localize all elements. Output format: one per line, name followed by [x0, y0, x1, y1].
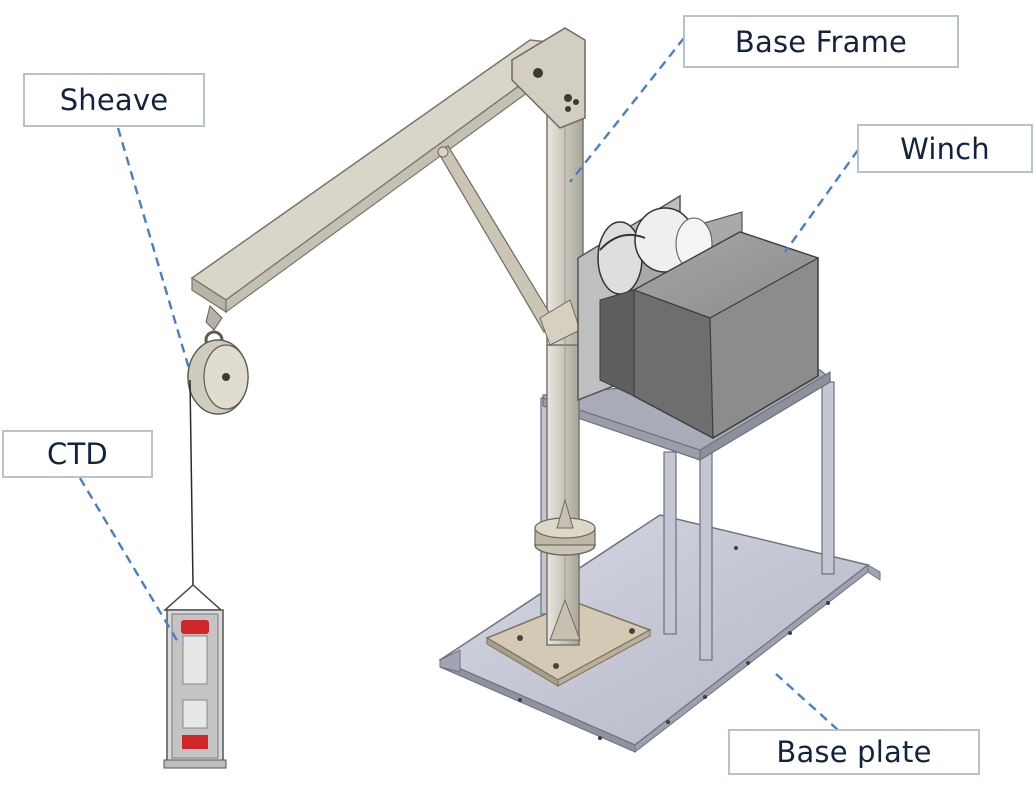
leader-lines: [78, 37, 859, 731]
leader-line-sheave: [116, 127, 192, 373]
leader-line-winch: [784, 149, 859, 253]
label-base-plate: Base plate: [728, 729, 980, 775]
leader-line-ctd: [78, 477, 180, 643]
label-ctd: CTD: [2, 430, 153, 478]
sheave-block: [187, 305, 249, 415]
winch-housing: [599, 231, 820, 440]
boom-head-plate: [511, 27, 586, 129]
mast-flange: [534, 498, 596, 641]
hoist-cable: [189, 379, 194, 586]
boom-strut: [437, 145, 581, 346]
ctd-instrument: [163, 583, 227, 769]
label-sheave: Sheave: [23, 73, 205, 127]
leader-line-base-plate: [775, 673, 839, 731]
base-plate: [438, 514, 881, 754]
leader-line-base-frame: [569, 37, 685, 183]
label-winch: Winch: [857, 124, 1033, 173]
label-base-frame: Base Frame: [683, 15, 959, 68]
